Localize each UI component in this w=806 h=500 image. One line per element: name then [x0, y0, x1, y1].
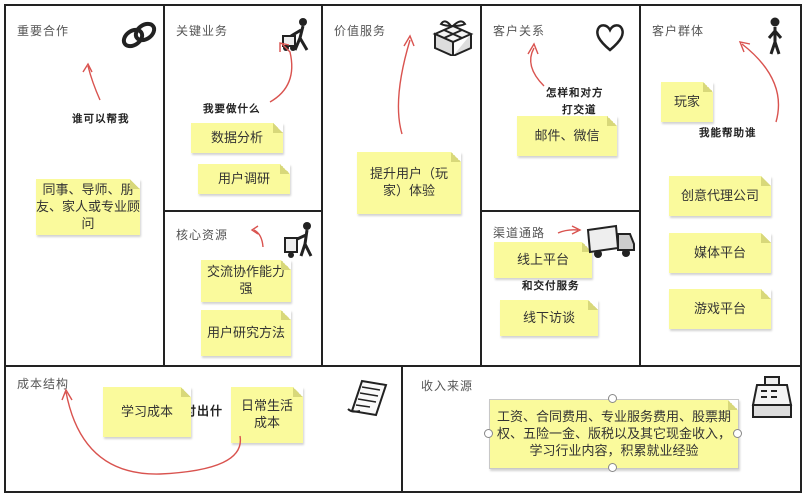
key-partners-prompt: 谁可以帮我	[72, 113, 130, 125]
heart-icon	[596, 24, 624, 52]
customer-relationships-title: 客户关系	[493, 24, 546, 38]
customer-relationships-cell: 客户关系 怎样和对方 打交道 邮件、微信	[480, 4, 641, 212]
resize-handle-right[interactable]	[733, 429, 742, 438]
sticky-note-key-partners[interactable]: 同事、导师、朋友、家人或专业顾问	[36, 179, 140, 235]
sticky-note-collaboration[interactable]: 交流协作能力强	[201, 260, 291, 302]
sticky-note-learning-cost[interactable]: 学习成本	[103, 387, 191, 437]
standing-person-icon	[767, 17, 783, 55]
person-mowing-icon	[282, 18, 309, 51]
resize-handle-top[interactable]	[608, 394, 617, 403]
customer-segments-cell: 客户群体 我能帮助谁 玩家 创意代理公司 媒体平台 游戏平台	[639, 4, 802, 367]
sticky-note-text: 线上平台	[516, 252, 569, 268]
sticky-note-research-methods[interactable]: 用户研究方法	[201, 310, 291, 356]
delivery-truck-icon	[586, 224, 635, 258]
sticky-note-media-platform[interactable]: 媒体平台	[669, 233, 771, 273]
sticky-note-offline-interview[interactable]: 线下访谈	[500, 300, 598, 336]
key-activities-cell: 关键业务 我要做什么 数据分析 用户调研	[163, 4, 323, 212]
key-activities-prompt: 我要做什么	[203, 103, 261, 115]
sticky-note-creative-agency[interactable]: 创意代理公司	[669, 176, 771, 216]
sticky-note-text: 玩家	[673, 94, 700, 110]
sticky-note-living-cost[interactable]: 日常生活成本	[231, 387, 303, 443]
sticky-note-text: 同事、导师、朋友、家人或专业顾问	[36, 182, 141, 232]
gift-box-icon	[432, 20, 474, 56]
sticky-note-text: 邮件、微信	[534, 128, 600, 144]
receipt-paper-icon	[347, 379, 388, 417]
key-partners-cell: 重要合作 谁可以帮我 同事、导师、朋友、家人或专业顾问	[4, 4, 165, 367]
resize-handle-left[interactable]	[484, 429, 493, 438]
value-propositions-cell: 价值服务 提升用户（玩家）体验	[321, 4, 482, 367]
key-partners-title: 重要合作	[17, 24, 70, 38]
person-cart-icon	[284, 222, 313, 258]
sticky-note-text: 日常生活成本	[240, 399, 293, 431]
customer-segments-prompt: 我能帮助谁	[699, 127, 757, 139]
sticky-note-text: 线下访谈	[522, 310, 575, 326]
sticky-note-text: 媒体平台	[693, 245, 746, 261]
customer-segments-title: 客户群体	[652, 24, 705, 38]
value-propositions-title: 价值服务	[334, 24, 387, 38]
sticky-note-text: 学习成本	[120, 404, 173, 420]
cash-register-icon	[751, 376, 793, 418]
sticky-note-game-platform[interactable]: 游戏平台	[669, 289, 771, 329]
sticky-note-online-platform[interactable]: 线上平台	[494, 242, 592, 278]
cost-structure-title: 成本结构	[17, 377, 70, 391]
revenue-streams-title: 收入来源	[421, 379, 474, 393]
resize-handle-bottom[interactable]	[608, 463, 617, 472]
sticky-note-user-experience[interactable]: 提升用户（玩家）体验	[357, 152, 461, 214]
revenue-streams-cell: 收入来源 工资、合同费用、专业服务费用、股票期权、五险一金、版税以及其它现金收入…	[401, 365, 802, 493]
sticky-note-text: 用户研究方法	[207, 325, 286, 341]
sticky-note-data-analysis[interactable]: 数据分析	[191, 123, 283, 153]
channels-prompt: 和交付服务	[522, 280, 580, 292]
sticky-note-text: 交流协作能力强	[207, 265, 286, 297]
sticky-note-text: 提升用户（玩家）体验	[369, 167, 448, 199]
sticky-note-text: 创意代理公司	[680, 188, 759, 204]
key-resources-title: 核心资源	[176, 228, 229, 242]
sticky-note-text: 数据分析	[210, 130, 263, 146]
customer-relationships-prompt-line2: 打交道	[562, 104, 597, 116]
sticky-note-text: 游戏平台	[693, 301, 746, 317]
sticky-note-text: 工资、合同费用、专业服务费用、股票期权、五险一金、版税以及其它现金收入，学习行业…	[496, 409, 731, 459]
sticky-note-email-wechat[interactable]: 邮件、微信	[517, 116, 617, 156]
channels-cell: 渠道通路 和交付服务 线上平台 线下访谈	[480, 210, 641, 367]
sticky-note-players[interactable]: 玩家	[661, 82, 713, 122]
channels-title: 渠道通路	[493, 226, 546, 240]
sticky-note-text: 用户调研	[217, 171, 270, 187]
chain-links-icon	[121, 21, 157, 49]
cost-structure-cell: 成本结构 付出什 学习成本 日常生活成本	[4, 365, 403, 493]
key-activities-title: 关键业务	[176, 24, 229, 38]
sticky-note-user-research[interactable]: 用户调研	[198, 164, 290, 194]
key-resources-cell: 核心资源 交流协作能力强 用户研究方法	[163, 210, 323, 367]
customer-relationships-prompt-line1: 怎样和对方	[546, 87, 604, 99]
sticky-note-revenue-sources[interactable]: 工资、合同费用、专业服务费用、股票期权、五险一金、版税以及其它现金收入，学习行业…	[489, 399, 739, 469]
